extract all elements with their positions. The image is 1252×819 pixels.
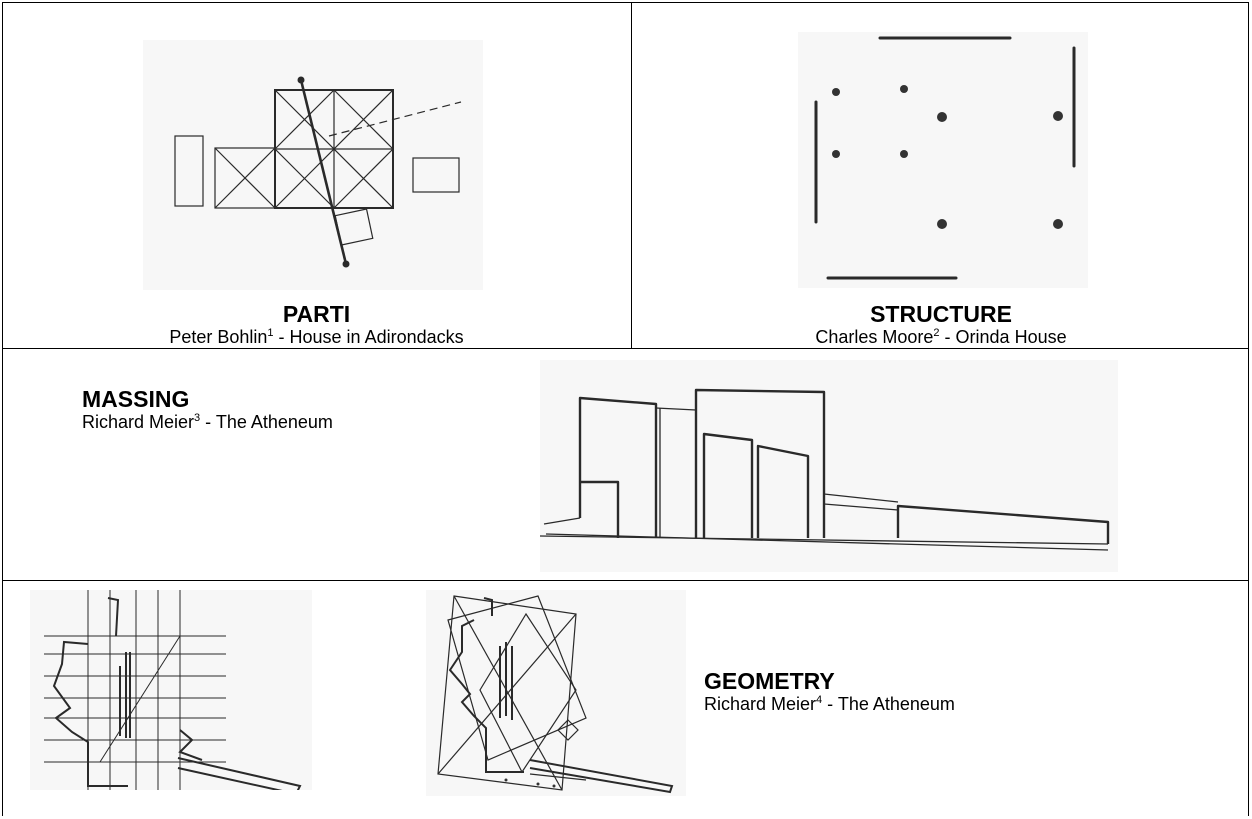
parti-work: - House in Adirondacks	[273, 327, 464, 347]
structure-work: - Orinda House	[939, 327, 1067, 347]
structure-caption: STRUCTURE Charles Moore2 - Orinda House	[633, 302, 1249, 348]
parti-author: Peter Bohlin	[169, 327, 268, 347]
geometry-author: Richard Meier	[704, 694, 817, 714]
massing-work: - The Atheneum	[200, 412, 333, 432]
panel-divider-vertical	[631, 2, 632, 348]
massing-title: MASSING	[82, 386, 190, 412]
structure-author: Charles Moore	[815, 327, 934, 347]
panel-divider-row2	[2, 580, 1249, 581]
massing-subtitle: Richard Meier3 - The Atheneum	[82, 411, 333, 433]
parti-title: PARTI	[282, 301, 351, 327]
geometry-grid-sketch	[30, 590, 312, 790]
structure-title: STRUCTURE	[870, 301, 1012, 327]
parti-footnote-ref: 1	[267, 327, 274, 339]
geometry-subtitle: Richard Meier4 - The Atheneum	[704, 693, 955, 715]
structure-footnote-ref: 2	[933, 327, 940, 339]
geometry-work: - The Atheneum	[822, 694, 955, 714]
structure-sketch	[798, 32, 1088, 288]
geometry-title: GEOMETRY	[704, 668, 835, 694]
panel-divider-row1	[2, 348, 1249, 349]
structure-subtitle: Charles Moore2 - Orinda House	[633, 326, 1249, 348]
parti-subtitle: Peter Bohlin1 - House in Adirondacks	[2, 326, 631, 348]
parti-caption: PARTI Peter Bohlin1 - House in Adirondac…	[2, 302, 631, 348]
parti-sketch	[143, 40, 483, 290]
massing-author: Richard Meier	[82, 412, 195, 432]
massing-footnote-ref: 3	[194, 412, 201, 424]
geometry-rotated-sketch	[426, 590, 686, 796]
massing-sketch	[540, 360, 1118, 572]
geometry-footnote-ref: 4	[816, 694, 823, 706]
geometry-caption: GEOMETRY Richard Meier4 - The Atheneum	[704, 669, 955, 715]
massing-caption: MASSING Richard Meier3 - The Atheneum	[82, 387, 333, 433]
